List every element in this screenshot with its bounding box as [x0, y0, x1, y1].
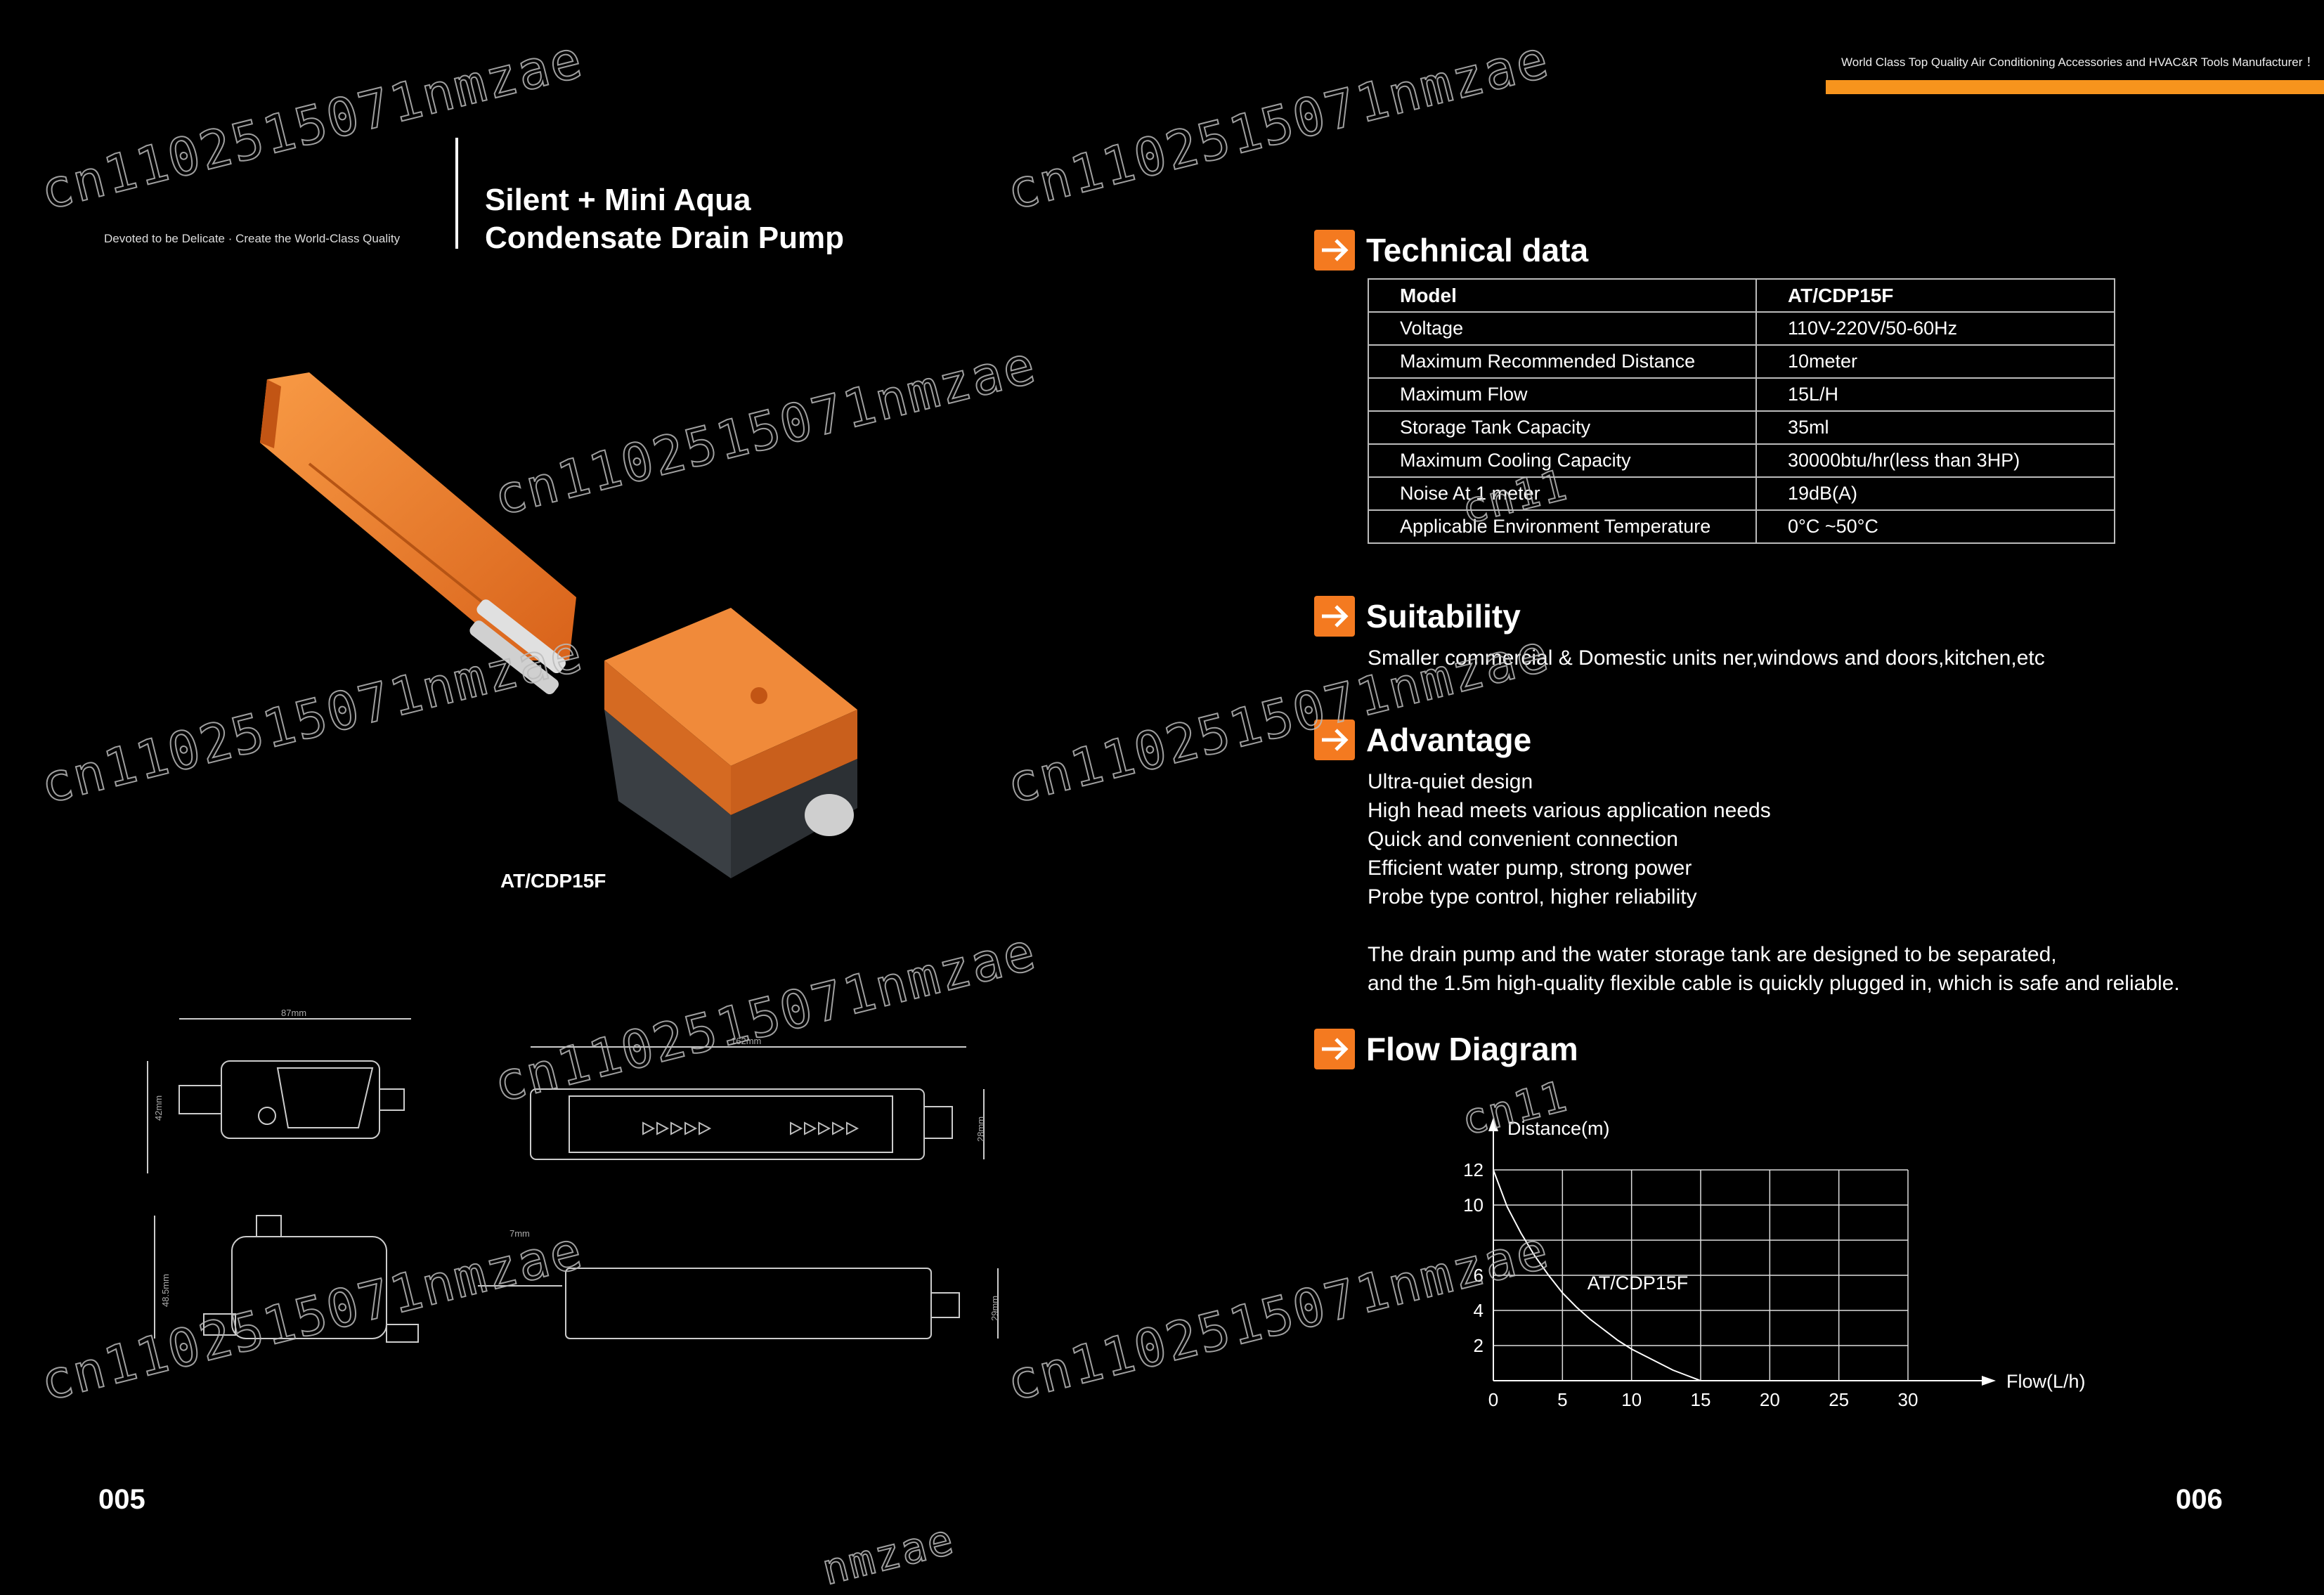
y-tick-label: 4: [1474, 1300, 1484, 1321]
pump-body: [260, 372, 576, 660]
list-item: Efficient water pump, strong power: [1368, 857, 1692, 880]
spec-name: Noise At 1 meter: [1368, 476, 1757, 511]
page-number-right: 006: [2176, 1484, 2223, 1515]
dim-162: 162mm: [731, 1036, 761, 1046]
x-tick-label: 15: [1691, 1389, 1711, 1410]
x-axis-arrow: [1982, 1376, 1996, 1386]
section-title: Advantage: [1366, 722, 1532, 758]
spec-value: 19dB(A): [1755, 476, 2115, 511]
outlet-connector: [805, 794, 854, 836]
spec-name: Voltage: [1368, 311, 1757, 346]
tagline: Devoted to be Delicate · Create the Worl…: [104, 232, 401, 245]
spec-name: Maximum Flow: [1368, 377, 1757, 412]
table-header-cell: Model: [1368, 278, 1757, 313]
product-image: [260, 372, 857, 878]
title-line-2: Condensate Drain Pump: [485, 221, 844, 255]
page-number-left: 005: [98, 1484, 145, 1515]
series-line: [1493, 1169, 1701, 1381]
advantage-paragraph-line-2: and the 1.5m high-quality flexible cable…: [1368, 972, 2180, 995]
x-tick-label: 30: [1898, 1389, 1919, 1410]
title-line-1: Silent + Mini Aqua: [485, 183, 751, 217]
dimension-drawings: 87mm 42mm 162mm 28mm 48.5mm 7mm 29mm: [147, 1008, 1000, 1343]
spec-value: 10meter: [1755, 344, 2115, 379]
section-technical-data: Technical data: [1314, 230, 1588, 271]
section-suitability: Suitability: [1314, 596, 1521, 637]
dim-48-5: 48.5mm: [160, 1274, 171, 1307]
spec-value: 110V-220V/50-60Hz: [1755, 311, 2115, 346]
product-label: AT/CDP15F: [500, 870, 606, 892]
spec-value: 0°C ~50°C: [1755, 509, 2115, 544]
watermark-text: cn1102515071nmzae: [1000, 28, 1556, 223]
y-tick-label: 12: [1463, 1159, 1484, 1180]
arrow-right-icon: [1314, 720, 1355, 760]
tank-container: [604, 710, 731, 878]
list-item: Probe type control, higher reliability: [1368, 885, 1697, 909]
title-divider: [455, 138, 458, 249]
table-header-row: Model AT/CDP15F: [1368, 278, 2115, 313]
x-tick-label: 10: [1621, 1389, 1642, 1410]
top-view: [530, 1088, 925, 1160]
arrow-right-icon: [1314, 230, 1355, 271]
tank-lid: [604, 608, 857, 766]
spec-value: 30000btu/hr(less than 3HP): [1755, 443, 2115, 478]
y-axis-arrow: [1488, 1117, 1498, 1131]
arrow-right-icon: [1314, 1029, 1355, 1069]
spec-name: Applicable Environment Temperature: [1368, 509, 1757, 544]
spec-value: 35ml: [1755, 410, 2115, 445]
section-advantage: Advantage: [1314, 720, 1531, 760]
section-flow-diagram: Flow Diagram: [1314, 1029, 1578, 1069]
dim-29: 29mm: [989, 1296, 1000, 1321]
section-title: Flow Diagram: [1366, 1031, 1578, 1067]
y-tick-label: 10: [1463, 1194, 1484, 1216]
front-view: [221, 1060, 380, 1139]
y-tick-label: 2: [1474, 1335, 1484, 1356]
spec-name: Storage Tank Capacity: [1368, 410, 1757, 445]
x-tick-label: 5: [1557, 1389, 1567, 1410]
advantage-paragraph-line-1: The drain pump and the water storage tan…: [1368, 943, 2057, 966]
section-title: Technical data: [1366, 232, 1589, 268]
watermark-tail: nmzae: [817, 1514, 960, 1595]
spec-value: 15L/H: [1755, 377, 2115, 412]
y-tick-label: 6: [1474, 1265, 1484, 1286]
table-header-cell: AT/CDP15F: [1755, 278, 2115, 313]
spec-name: Maximum Cooling Capacity: [1368, 443, 1757, 478]
side-view: [231, 1236, 387, 1339]
series-label: AT/CDP15F: [1588, 1272, 1689, 1294]
list-item: High head meets various application need…: [1368, 799, 1771, 822]
list-item: Ultra-quiet design: [1368, 770, 1533, 793]
x-tick-label: 25: [1829, 1389, 1849, 1410]
bottom-view: [565, 1268, 932, 1339]
spec-name: Maximum Recommended Distance: [1368, 344, 1757, 379]
top-note: World Class Top Quality Air Conditioning…: [1841, 56, 2318, 69]
suitability-text: Smaller commercial & Domestic units ner,…: [1368, 646, 2045, 670]
arrow-right-icon: [1314, 596, 1355, 637]
list-item: Quick and convenient connection: [1368, 828, 1678, 851]
dim-42: 42mm: [153, 1095, 164, 1121]
dim-7: 7mm: [509, 1228, 530, 1239]
x-tick-label: 0: [1488, 1389, 1498, 1410]
y-axis-label: Distance(m): [1507, 1118, 1610, 1139]
section-title: Suitability: [1366, 598, 1521, 634]
x-tick-label: 20: [1760, 1389, 1780, 1410]
dim-87: 87mm: [281, 1008, 306, 1018]
top-accent-bar: [1826, 80, 2324, 94]
x-axis-label: Flow(L/h): [2006, 1371, 2086, 1392]
dim-28: 28mm: [975, 1116, 986, 1142]
page-title: Silent + Mini Aqua Condensate Drain Pump: [485, 181, 844, 257]
advantage-list: Ultra-quiet design High head meets vario…: [1368, 767, 2180, 998]
